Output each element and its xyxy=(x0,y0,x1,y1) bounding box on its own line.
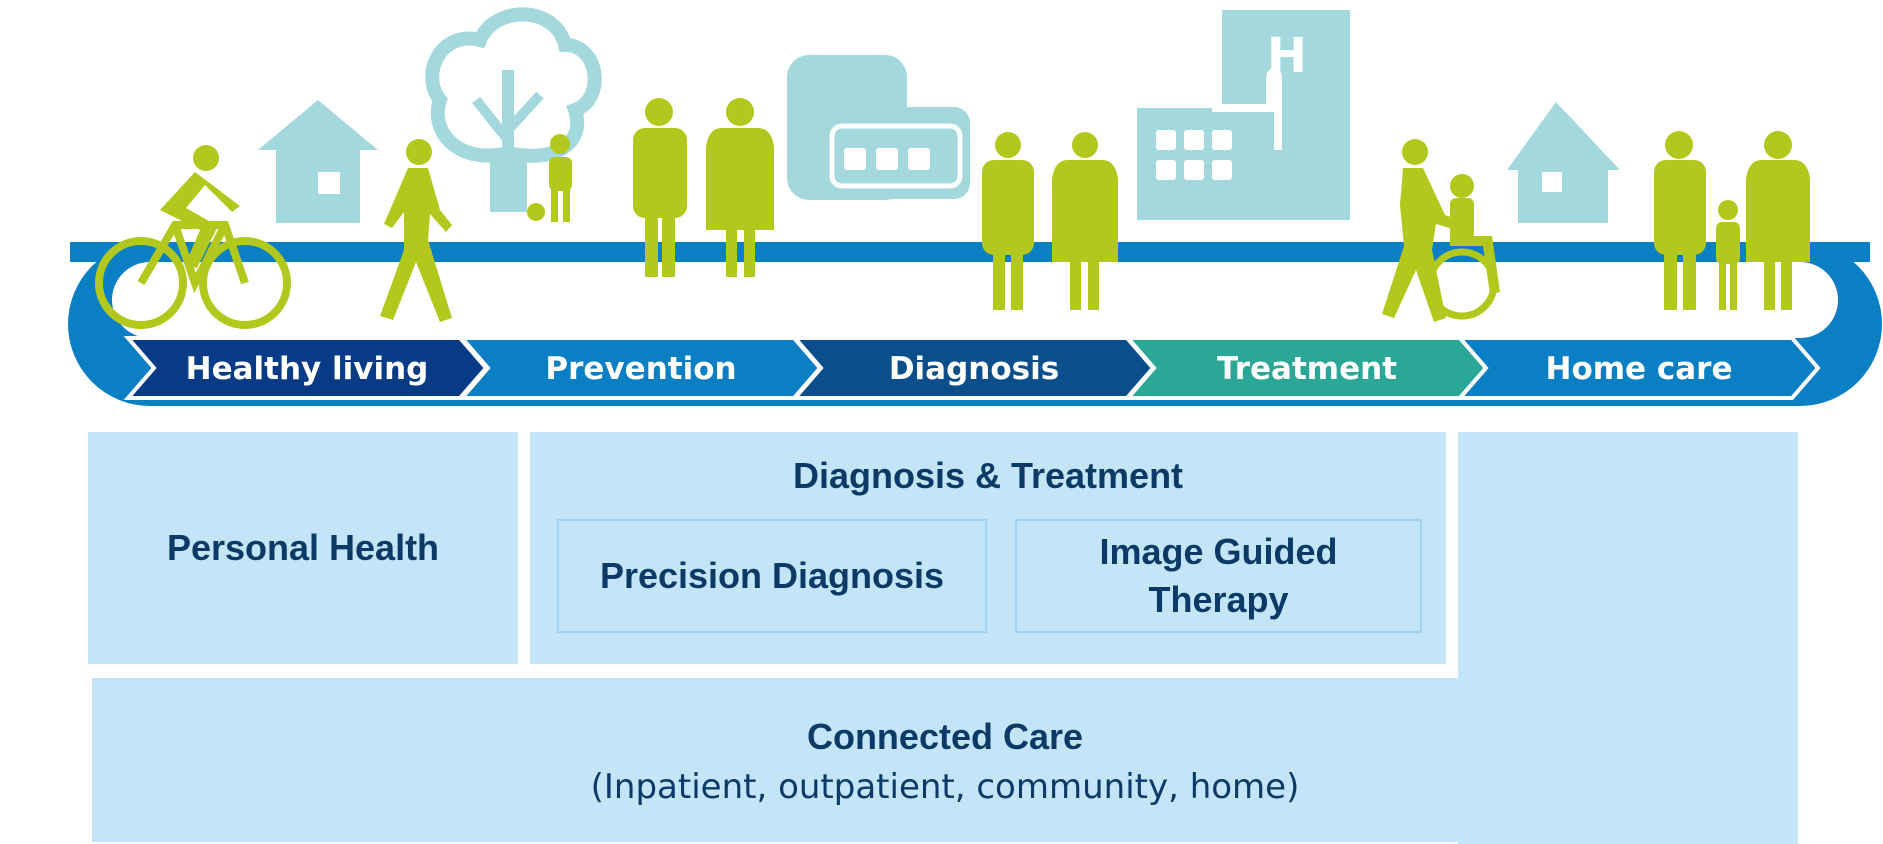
cyclist-icon xyxy=(95,145,291,329)
hospital-building-icon xyxy=(1137,10,1350,220)
stage-label: Prevention xyxy=(545,351,736,387)
clinic-building-icon xyxy=(787,55,970,200)
stage-label: Treatment xyxy=(1217,351,1397,387)
doctor-icon xyxy=(633,98,687,277)
diagnosis-treatment-label: Diagnosis & Treatment xyxy=(792,455,1184,496)
scenery: H xyxy=(258,7,1620,223)
child-icon xyxy=(527,134,572,222)
diagnosis-treatment-box: Diagnosis & Treatment xyxy=(530,432,1446,664)
connected-care-sublabel: (Inpatient, outpatient, community, home) xyxy=(590,767,1300,807)
care-continuum-illustration: H Healthy living Prevention Diagnosis Treat… xyxy=(68,7,1882,406)
personal-health-box: Personal Health xyxy=(88,432,518,664)
stage-label: Home care xyxy=(1546,351,1733,387)
house-icon xyxy=(258,100,378,223)
stage-chevrons: Healthy living Prevention Diagnosis Treatme… xyxy=(123,336,1821,400)
house-icon xyxy=(1507,102,1620,223)
family-icon xyxy=(1654,131,1810,310)
connected-care-label: Connected Care xyxy=(806,716,1084,757)
precision-diagnosis-label: Precision Diagnosis xyxy=(599,555,945,596)
image-guided-therapy-label: Image Guided Therapy xyxy=(1099,531,1338,620)
wheelchair-icon xyxy=(1426,174,1500,320)
tree-icon xyxy=(425,7,602,212)
stage-label: Healthy living xyxy=(186,351,429,387)
hospital-sign-text: H xyxy=(1267,28,1307,84)
personal-health-label: Personal Health xyxy=(166,527,440,568)
walker-icon xyxy=(380,139,452,322)
doctor-icon xyxy=(982,132,1034,310)
doctor-icon xyxy=(1052,132,1118,310)
stage-chevron xyxy=(1455,336,1821,400)
people xyxy=(95,98,1810,329)
image-guided-therapy-box: Image Guided Therapy xyxy=(1015,519,1422,633)
precision-diagnosis-box: Precision Diagnosis xyxy=(557,519,987,633)
connected-care-box: Connected Care (Inpatient, outpatient, c… xyxy=(92,678,1798,842)
stage-label: Diagnosis xyxy=(889,351,1059,387)
doctor-icon xyxy=(706,98,774,277)
caregiver-icon xyxy=(1382,139,1460,322)
